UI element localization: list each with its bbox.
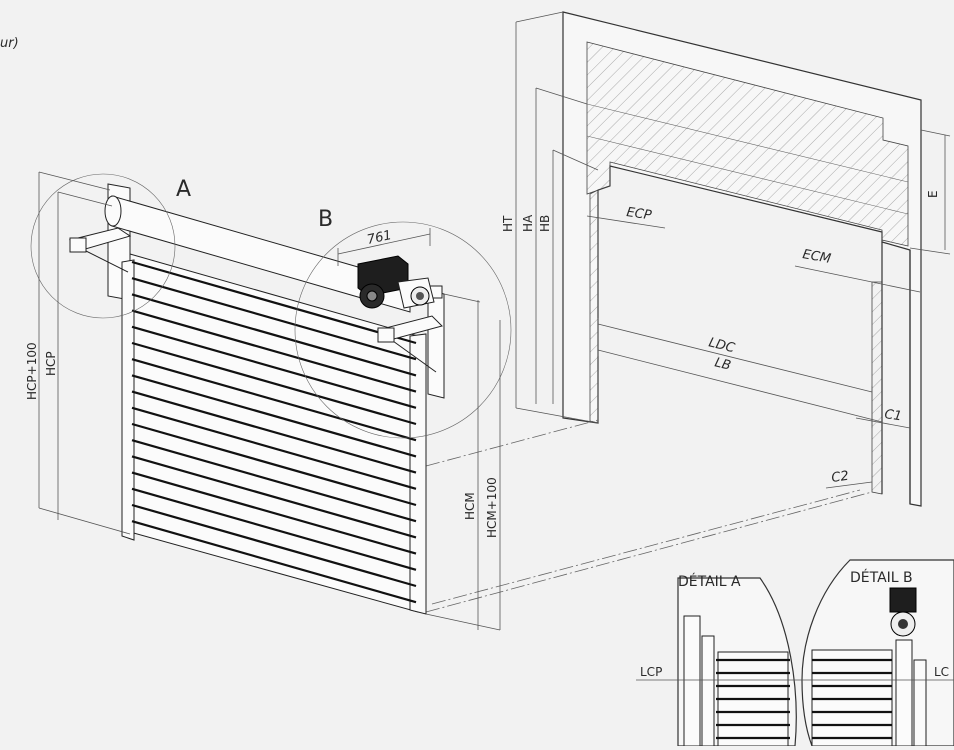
detail-circle-a bbox=[30, 173, 176, 319]
label-hcm: HCM bbox=[463, 492, 477, 520]
hcm-dimensions: HCM HCM+100 bbox=[425, 293, 501, 631]
detail-b-slats bbox=[812, 658, 892, 740]
motor-unit bbox=[357, 255, 435, 309]
cropped-caption: ur) bbox=[0, 36, 19, 51]
door-slat bbox=[131, 487, 417, 571]
wall-dimensions bbox=[515, 11, 951, 489]
label-ht: HT bbox=[501, 215, 515, 232]
label-ha: HA bbox=[521, 214, 535, 232]
lcp-dimension: LCP LC bbox=[636, 665, 954, 681]
hcp-dimensions: HCP+100 HCP bbox=[25, 171, 131, 535]
wall-opening bbox=[562, 11, 922, 507]
door-brackets bbox=[68, 227, 443, 373]
door-slat bbox=[131, 374, 417, 458]
label-b: B bbox=[318, 207, 333, 232]
label-lcp: LCP bbox=[640, 665, 662, 679]
label-c1: C1 bbox=[883, 407, 902, 424]
detail-a-slats bbox=[716, 658, 790, 740]
door-slat bbox=[131, 422, 417, 507]
label-a: A bbox=[176, 177, 191, 202]
door-slat bbox=[131, 260, 417, 345]
detail-a-view: DÉTAIL A bbox=[677, 573, 797, 747]
door-slat bbox=[131, 520, 417, 604]
door-slat bbox=[131, 471, 417, 555]
label-ecp: ECP bbox=[625, 205, 652, 223]
label-lc-partial: LC bbox=[934, 665, 949, 679]
dimension-761: 761 bbox=[337, 228, 431, 266]
label-e: E bbox=[926, 190, 940, 198]
door-slat bbox=[131, 455, 417, 539]
door-slat bbox=[131, 325, 417, 409]
label-detail-a: DÉTAIL A bbox=[678, 573, 741, 590]
door-slat bbox=[131, 406, 417, 490]
label-ecm: ECM bbox=[801, 247, 832, 267]
label-lb: LB bbox=[713, 355, 732, 373]
label-ldc: LDC bbox=[707, 335, 737, 356]
door-slat bbox=[131, 390, 417, 474]
door-slat bbox=[131, 293, 417, 377]
door-slat bbox=[131, 439, 417, 523]
label-hcp100: HCP+100 bbox=[25, 342, 39, 400]
door-slat bbox=[131, 341, 417, 426]
label-c2: C2 bbox=[830, 469, 849, 486]
door-slat bbox=[131, 358, 417, 442]
detail-b-view: DÉTAIL B bbox=[801, 559, 954, 747]
label-761: 761 bbox=[366, 228, 393, 248]
label-detail-b: DÉTAIL B bbox=[850, 569, 913, 586]
detail-circle-b bbox=[294, 221, 512, 439]
door-slat bbox=[131, 503, 417, 588]
label-hcm100: HCM+100 bbox=[485, 477, 499, 538]
door-slat bbox=[131, 309, 417, 393]
label-hcp: HCP bbox=[44, 351, 58, 376]
label-hb: HB bbox=[538, 215, 552, 232]
door-slats bbox=[131, 260, 417, 604]
wall-labels: HT HA HB ECP ECM E LDC LB C1 C2 bbox=[501, 190, 940, 486]
door-slat bbox=[131, 277, 417, 361]
